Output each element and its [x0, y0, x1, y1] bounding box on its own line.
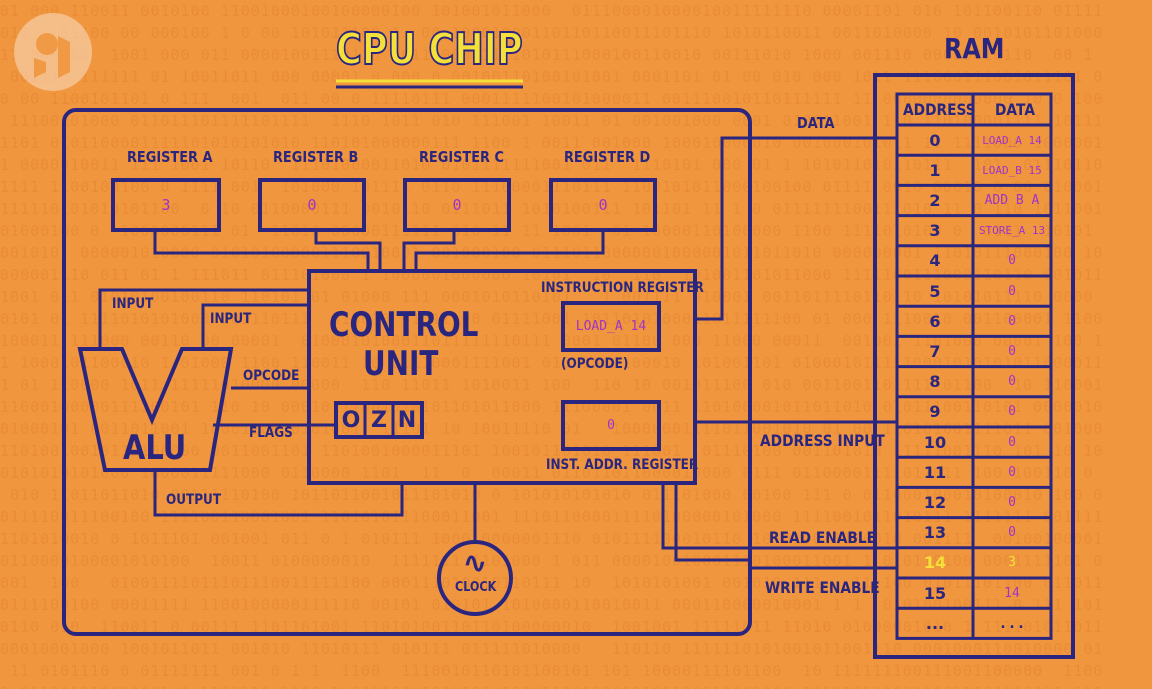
- pbs-logo-icon: [14, 13, 92, 91]
- register-c-box: [403, 178, 511, 232]
- register-a-label: REGISTER A: [127, 148, 213, 166]
- ram-data-cell: 0: [1008, 374, 1016, 390]
- ram-data-cell: 14: [1004, 585, 1020, 601]
- control-unit-box: [307, 269, 697, 485]
- flag-zero: Z: [371, 407, 387, 433]
- flags-box: [334, 401, 424, 439]
- ram-address-cell: 10: [923, 432, 947, 452]
- register-d-value: 0: [598, 196, 608, 214]
- register-a-box: [111, 178, 221, 232]
- register-a-value: 3: [161, 196, 171, 214]
- ram-address-cell: 9: [929, 402, 941, 422]
- alu-input-1-label: INPUT: [112, 296, 154, 312]
- alu-label: ALU: [123, 428, 187, 468]
- alu-input-2-label: INPUT: [210, 311, 252, 327]
- ram-data-cell: STORE_A 13: [978, 224, 1046, 238]
- ram-address-cell: 15: [923, 583, 947, 603]
- alu-shape: [77, 347, 234, 472]
- ram-address-cell: 8: [929, 372, 941, 392]
- ram-address-cell: 1: [929, 160, 941, 180]
- ram-address-cell: 14: [923, 553, 947, 573]
- ram-data-cell: 0: [1008, 253, 1016, 269]
- ram-data-cell: ADD B A: [984, 192, 1040, 208]
- ram-address-cell: 3: [929, 221, 941, 241]
- instruction-register-box: [561, 301, 661, 352]
- register-b-box: [258, 178, 366, 232]
- write-enable-label: WRITE ENABLE: [765, 578, 880, 597]
- ram-address-cell: 6: [929, 311, 941, 331]
- ram-address-cell: 12: [923, 492, 947, 512]
- register-c-value: 0: [452, 196, 462, 214]
- read-enable-label: READ ENABLE: [769, 528, 877, 547]
- ram-address-cell: 5: [929, 281, 941, 301]
- control-unit-title-line2: UNIT: [363, 344, 439, 384]
- cpu-chip-title: CPU CHIP: [335, 23, 523, 76]
- ram-data-cell: 3: [1008, 555, 1016, 571]
- register-b-label: REGISTER B: [273, 148, 359, 166]
- alu-opcode-label: OPCODE: [243, 368, 300, 384]
- inst-addr-register-label: INST. ADDR. REGISTER: [546, 457, 699, 473]
- address-input-label: ADDRESS INPUT: [760, 431, 885, 450]
- inst-addr-register-box: [561, 400, 661, 451]
- ram-data-cell: 0: [1008, 404, 1016, 420]
- ram-data-cell: 0: [1008, 343, 1016, 359]
- ram-data-cell: 0: [1008, 313, 1016, 329]
- ram-data-cell: 0: [1008, 434, 1016, 450]
- register-c-label: REGISTER C: [419, 148, 504, 166]
- ram-address-header: ADDRESS: [903, 100, 976, 119]
- ram-address-cell: 0: [929, 130, 941, 150]
- ram-data-header: DATA: [995, 100, 1035, 119]
- inst-addr-register-value: 0: [607, 418, 615, 433]
- ram-title: RAM: [944, 32, 1005, 65]
- ram-address-cell: 4: [929, 251, 941, 271]
- ram-data-cell: 0: [1008, 464, 1016, 480]
- register-b-value: 0: [307, 196, 317, 214]
- clock-label: CLOCK: [455, 580, 497, 595]
- register-d-label: REGISTER D: [564, 148, 651, 166]
- ram-outline: [873, 73, 1075, 659]
- flag-negative: N: [397, 407, 417, 433]
- ram-data-cell: 0: [1008, 525, 1016, 541]
- ram-address-cell: 2: [929, 190, 941, 210]
- data-bus-label: DATA: [797, 114, 835, 132]
- ram-address-cell: 7: [929, 341, 941, 361]
- alu-output-label: OUTPUT: [166, 492, 222, 508]
- ram-data-cell: LOAD_B 15: [982, 163, 1042, 177]
- ram-data-cell: LOAD_A 14: [982, 133, 1042, 147]
- alu-flags-label: FLAGS: [249, 425, 293, 441]
- ram-address-cell: 11: [923, 462, 947, 482]
- ram-address-cell: 13: [923, 523, 947, 543]
- instruction-register-value: LOAD_A 14: [575, 319, 647, 334]
- opcode-sublabel: (OPCODE): [561, 356, 629, 372]
- ram-data-cell: 0: [1008, 283, 1016, 299]
- clock-wave-icon: ∿: [462, 546, 487, 581]
- cpu-chip-outline: [62, 108, 752, 636]
- ram-table-grid: [895, 92, 1053, 640]
- ram-data-cell: ...: [998, 614, 1026, 633]
- instruction-register-label: INSTRUCTION REGISTER: [541, 280, 704, 296]
- flag-overflow: O: [341, 407, 361, 433]
- control-unit-title-line1: CONTROL: [329, 305, 479, 345]
- ram-data-cell: 0: [1008, 494, 1016, 510]
- ram-address-cell: ...: [925, 613, 945, 633]
